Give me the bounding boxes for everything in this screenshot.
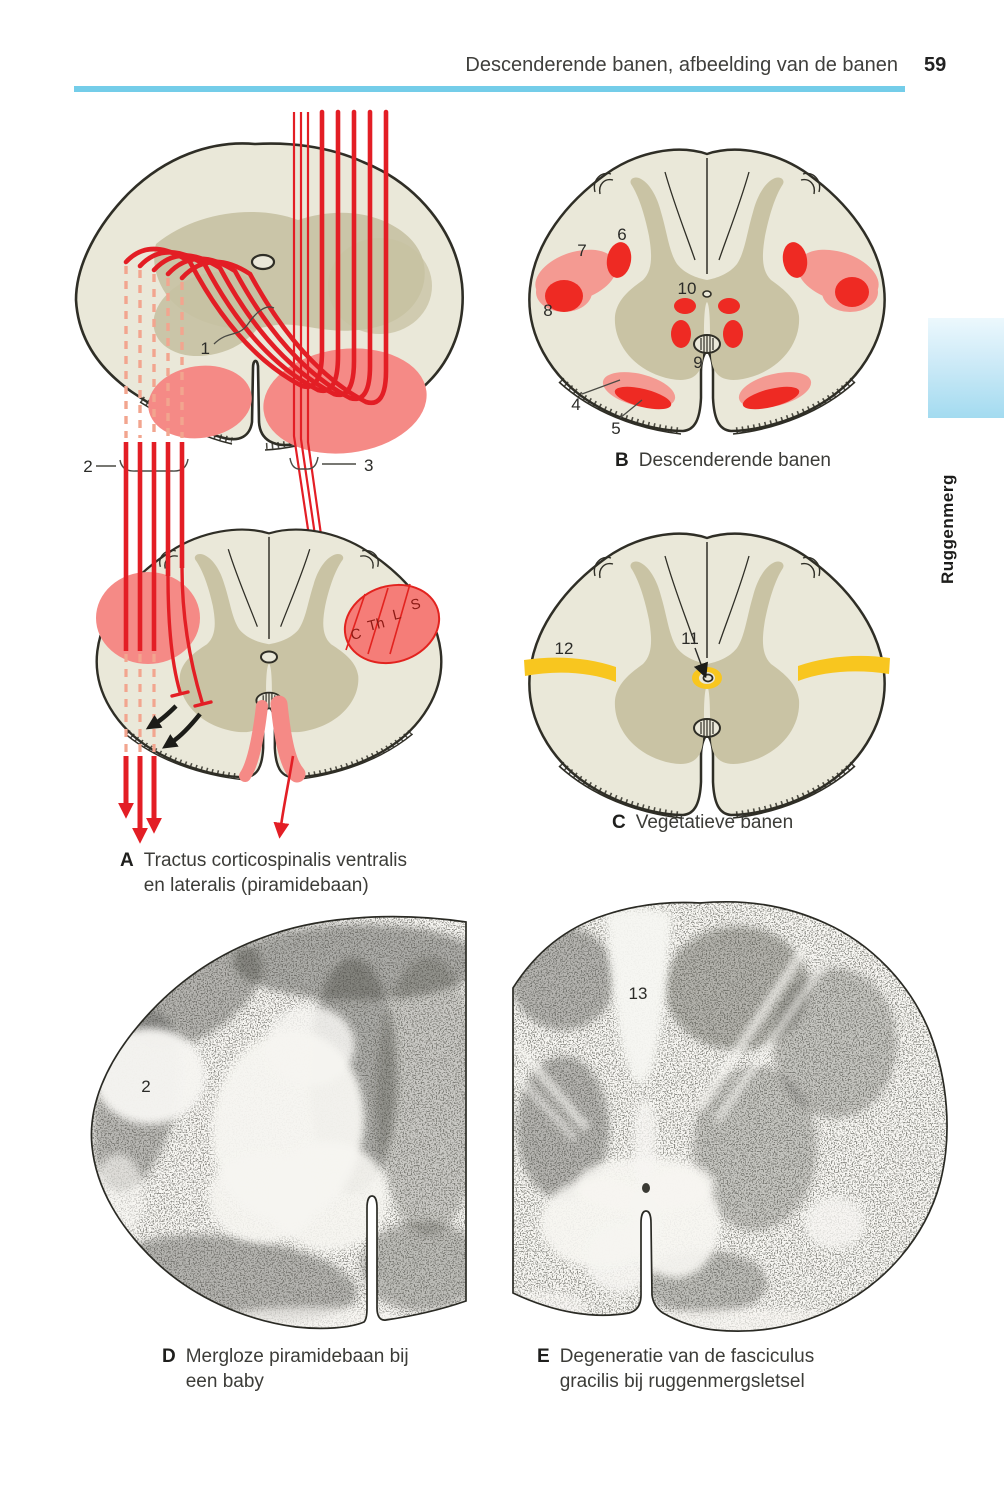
- caption-e-letter: E: [537, 1346, 550, 1367]
- leader-lines: [581, 379, 643, 419]
- exit-arrows-left: [118, 756, 162, 844]
- label-2: 2: [83, 457, 92, 476]
- caption-a: A Tractus corticospinalis ventralis en l…: [120, 848, 407, 898]
- central-canal: [260, 650, 278, 664]
- lateral-tract-dashes: [124, 654, 156, 756]
- label-13: 13: [629, 984, 648, 1003]
- central-canal: [702, 290, 712, 298]
- stippled-tissue: [513, 901, 948, 1332]
- decussating-fibers: [123, 109, 389, 406]
- motor-output-arrows: [145, 704, 202, 749]
- label-7: 7: [577, 241, 586, 260]
- caption-c: C Vegetatieve banen: [612, 810, 793, 835]
- label-10: 10: [678, 279, 697, 298]
- somatotopy-l: L: [391, 606, 403, 623]
- caption-e-line1: Degeneratie van de fasciculus: [559, 1346, 815, 1367]
- collateral-fibers: [166, 566, 213, 708]
- caption-d-line2: een baby: [185, 1371, 264, 1392]
- caption-a-letter: A: [120, 850, 134, 871]
- caption-c-letter: C: [612, 812, 626, 833]
- somatotopy-s: S: [409, 596, 422, 614]
- label-3: 3: [364, 456, 373, 475]
- figure-d-histology: 2: [90, 915, 467, 1330]
- label-2: 2: [141, 1077, 150, 1096]
- header-rule: [74, 86, 905, 92]
- caption-e: E Degeneratie van de fasciculus gracilis…: [537, 1344, 814, 1394]
- ventral-corticospinal-pink: [239, 695, 306, 783]
- figure-c-vegetative-tracts: 11 12: [524, 512, 890, 842]
- chapter-tab: [928, 318, 1004, 418]
- label-6: 6: [617, 225, 626, 244]
- somatotopy-oval: C Th L S: [343, 583, 441, 665]
- bundle-brackets: [96, 456, 356, 472]
- caption-c-text: Vegetatieve banen: [635, 812, 794, 833]
- caption-d-letter: D: [162, 1346, 176, 1367]
- figure-b-descending-tracts: 6 7 8 10 9 4 5: [502, 128, 912, 438]
- page-number: 59: [924, 54, 947, 76]
- caption-b-text: Descenderende banen: [638, 450, 831, 471]
- somatotopy-c: C: [349, 626, 363, 644]
- chapter-tab-label: Ruggenmerg: [938, 474, 957, 584]
- label-11-arrow: [693, 647, 709, 679]
- lateral-corticospinal-area: [96, 572, 200, 664]
- unmyelinated-pyramidal-area: [94, 1028, 206, 1124]
- page-header-title: Descenderende banen, afbeelding van de b…: [465, 54, 898, 76]
- caption-d-line1: Mergloze piramidebaan bij: [185, 1346, 409, 1367]
- label-12: 12: [555, 639, 574, 658]
- label-1: 1: [201, 339, 210, 358]
- label-11: 11: [681, 629, 699, 648]
- label-8: 8: [543, 301, 552, 320]
- central-canal: [642, 1183, 650, 1193]
- label-9: 9: [693, 353, 702, 372]
- caption-d: D Mergloze piramidebaan bij een baby: [162, 1344, 409, 1394]
- central-canal: [702, 673, 714, 683]
- figure-e-histology: 13: [512, 900, 948, 1333]
- stippled-tissue: [91, 916, 467, 1329]
- caption-a-line1: Tractus corticospinalis ventralis: [143, 850, 408, 871]
- caption-b: B Descenderende banen: [615, 448, 831, 473]
- tract-areas: [535, 242, 879, 410]
- ventral-exit-arrow: [273, 755, 295, 839]
- lateral-tract-fibers: [123, 442, 185, 651]
- figure-a-pyramidal-tract: 1 2 3 C Th L: [74, 109, 464, 844]
- degenerated-gracilis-wedge: [605, 908, 673, 1085]
- label-1-leader: [213, 306, 275, 345]
- caption-a-line2: en lateralis (piramidebaan): [143, 875, 369, 896]
- caption-e-line2: gracilis bij ruggenmergsletsel: [559, 1371, 805, 1392]
- label-5: 5: [611, 419, 620, 438]
- caption-b-letter: B: [615, 450, 629, 471]
- label-4: 4: [571, 395, 580, 414]
- hidden-descending-dashes: [124, 266, 184, 438]
- somatotopy-th: Th: [366, 615, 386, 635]
- central-canal: [250, 253, 276, 271]
